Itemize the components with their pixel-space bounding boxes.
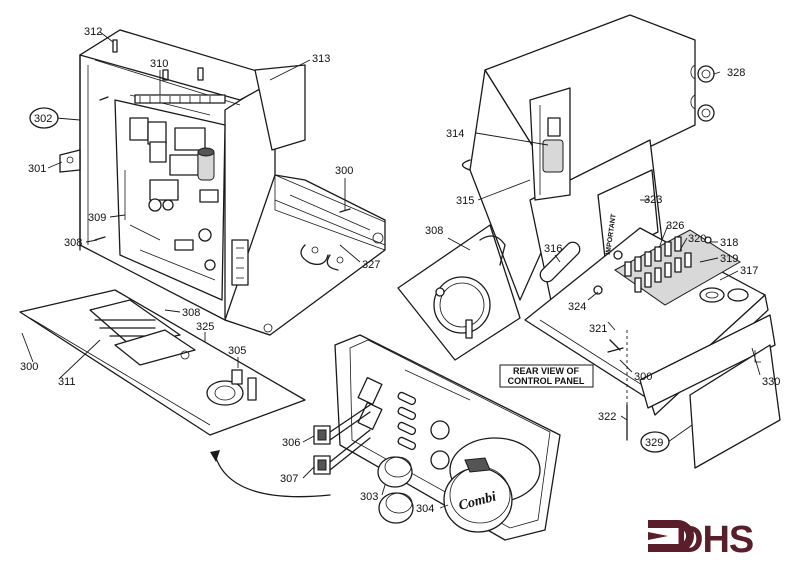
rear-view-line-1: REAR VIEW OF [513,366,580,376]
label-327: 327 [362,259,380,271]
label-310: 310 [150,58,168,70]
label-324: 324 [568,301,586,313]
label-308-b: 308 [182,307,200,319]
label-300-a: 300 [335,165,353,177]
rear-view-caption: REAR VIEW OF CONTROL PANEL [499,364,594,388]
dhs-logo: DHS [648,519,754,561]
label-312: 312 [84,26,102,38]
label-320: 320 [688,233,706,245]
relay-block [129,117,206,176]
indicator-slots [397,391,417,451]
logo-text: DHS [676,519,753,561]
label-302: 302 [34,113,52,125]
label-300-c: 300 [634,371,652,383]
label-328: 328 [727,67,745,79]
arrow-head [210,450,220,462]
label-322: 322 [598,411,616,423]
label-306: 306 [282,437,300,449]
label-308-a: 308 [64,237,82,249]
leader-lines [21,31,761,509]
rear-view-line-2: CONTROL PANEL [508,376,585,386]
control-knobs [377,456,414,524]
rocker-switches [313,404,371,475]
access-panel [19,289,306,436]
label-303: 303 [360,491,378,503]
terminal-block [614,229,749,306]
label-307: 307 [280,473,298,485]
callout-circle-302 [29,107,59,129]
label-318: 318 [720,237,738,249]
label-323: 323 [644,194,662,206]
label-311: 311 [58,376,76,388]
callout-circle-329 [640,431,670,453]
label-300-b: 300 [20,361,38,373]
rotation-arrow [214,454,331,498]
label-305: 305 [228,345,246,357]
label-329: 329 [645,437,663,449]
label-317: 317 [740,265,758,277]
label-319: 319 [720,253,738,265]
label-325: 325 [196,321,214,333]
part-labels: 312 310 313 302 301 309 308 300 327 300 … [20,26,780,515]
screw-set [94,39,351,241]
rear-housing [397,14,781,469]
label-315: 315 [456,195,474,207]
label-314: 314 [446,128,464,140]
label-309: 309 [88,212,106,224]
label-330: 330 [762,376,780,388]
control-board [114,94,249,301]
label-313: 313 [312,53,330,65]
label-321: 321 [589,323,607,335]
label-304: 304 [416,503,434,515]
label-326: 326 [666,220,684,232]
label-308-c: 308 [425,225,443,237]
label-301: 301 [28,163,46,175]
label-316: 316 [544,243,562,255]
thermostat-knob: Combi [443,457,513,533]
